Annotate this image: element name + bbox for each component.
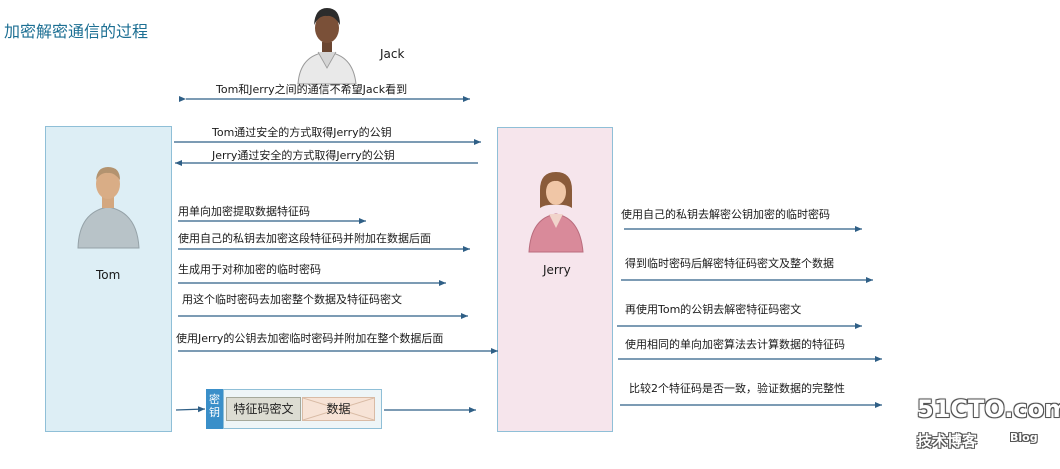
jack-label: Jack: [380, 47, 405, 61]
tom-avatar-icon: [77, 167, 140, 249]
jerry-step-5-label: 比较2个特征码是否一致，验证数据的完整性: [629, 382, 845, 395]
tom-step-5-label: 使用Jerry的公钥去加密临时密码并附加在整个数据后面: [176, 332, 444, 345]
data-cell-cross-icon: [303, 398, 374, 420]
watermark-sub: 技术博客: [917, 432, 978, 450]
jerry-step-1-label: 使用自己的私钥去解密公钥加密的临时密码: [621, 208, 830, 221]
tom-step-1-label: 用单向加密提取数据特征码: [178, 205, 310, 218]
packet-data-cell: 数据: [302, 397, 375, 421]
packet-cipher-cell: 特征码密文: [226, 397, 301, 421]
jack-avatar-icon: [297, 8, 357, 85]
jerry-avatar-icon: [528, 172, 584, 253]
jerry-step-2-label: 得到临时密码后解密特征码密文及整个数据: [625, 257, 834, 270]
jerry-label: Jerry: [543, 263, 571, 277]
jack-note-label: Tom和Jerry之间的通信不希望Jack看到: [216, 83, 408, 96]
jerry-step-4-label: 使用相同的单向加密算法去计算数据的特征码: [625, 338, 845, 351]
tom-step-2-label: 使用自己的私钥去加密这段特征码并附加在数据后面: [178, 232, 431, 245]
jerry-gets-key-label: Jerry通过安全的方式取得Jerry的公钥: [212, 149, 395, 162]
tom-label: Tom: [96, 268, 121, 282]
packet-data-label: 数据: [326, 402, 351, 416]
watermark-blog: Blog: [1010, 431, 1038, 444]
tom-step-4-label: 用这个临时密码去加密整个数据及特征码密文: [182, 293, 402, 306]
packet-in-arrow: [175, 406, 206, 413]
watermark-site: 51CTO.com: [917, 395, 1060, 423]
jerry-step-3-label: 再使用Tom的公钥去解密特征码密文: [625, 303, 802, 316]
tom-step-3-label: 生成用于对称加密的临时密码: [178, 263, 321, 276]
diagram-title: 加密解密通信的过程: [4, 22, 149, 41]
packet-key-cell: 密钥: [206, 389, 223, 429]
tom-gets-key-label: Tom通过安全的方式取得Jerry的公钥: [212, 126, 392, 139]
tom-lane: [45, 126, 172, 432]
